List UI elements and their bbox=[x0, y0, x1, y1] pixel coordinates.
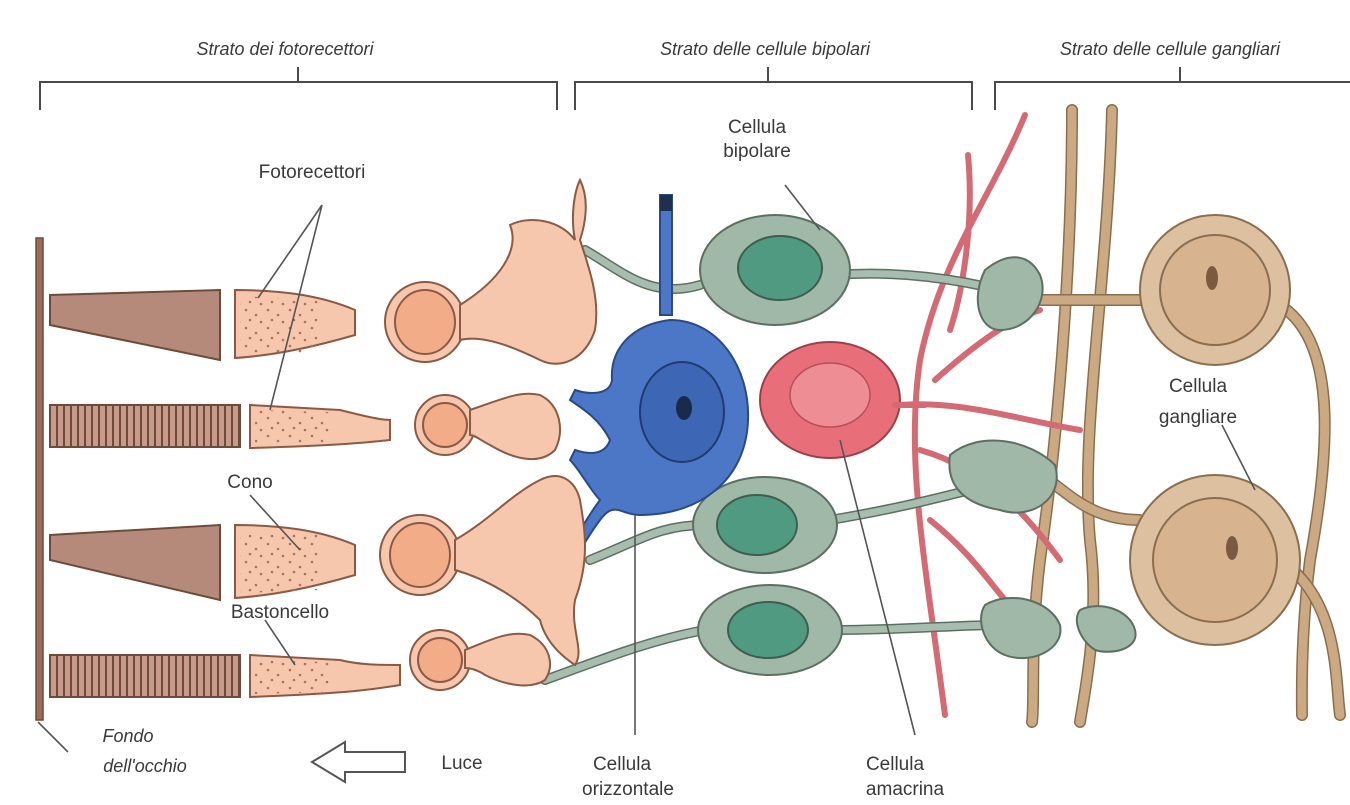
layer-header-ganglion: Strato delle cellule gangliari bbox=[995, 39, 1350, 110]
label-amacrine-1: Cellula bbox=[866, 754, 925, 775]
amacrine-cell bbox=[760, 342, 925, 458]
light-arrow bbox=[312, 742, 405, 782]
label-amacrine-2: amacrina bbox=[866, 779, 945, 800]
label-light: Luce bbox=[441, 753, 482, 774]
photoreceptor-rod-1 bbox=[50, 394, 560, 459]
ganglion-cell-top bbox=[1140, 215, 1290, 365]
label-photoreceptors: Fotorecettori bbox=[259, 162, 366, 183]
bracket-bipolar bbox=[575, 67, 972, 110]
layer-title-bipolar: Strato delle cellule bipolari bbox=[660, 39, 871, 59]
label-horizontal-1: Cellula bbox=[593, 754, 652, 775]
photoreceptor-rod-2 bbox=[50, 630, 550, 697]
bracket-ganglion bbox=[995, 67, 1350, 110]
label-horizontal-2: orizzontale bbox=[582, 779, 674, 800]
layer-header-photoreceptor: Strato dei fotorecettori bbox=[40, 39, 557, 110]
label-bipolar-2: bipolare bbox=[723, 141, 791, 162]
label-cone: Cono bbox=[227, 472, 272, 493]
bipolar-cell-bottom bbox=[545, 585, 1136, 680]
bracket-photoreceptor bbox=[40, 67, 557, 110]
label-fundus-2: dell'occhio bbox=[103, 756, 187, 776]
layer-title-photoreceptor: Strato dei fotorecettori bbox=[196, 39, 374, 59]
photoreceptor-cone-1 bbox=[50, 180, 596, 364]
layer-header-bipolar: Strato delle cellule bipolari bbox=[575, 39, 972, 110]
layer-title-ganglion: Strato delle cellule gangliari bbox=[1060, 39, 1281, 59]
label-fundus-1: Fondo bbox=[102, 726, 153, 746]
label-ganglion-1: Cellula bbox=[1169, 376, 1228, 397]
label-bipolar-1: Cellula bbox=[728, 117, 787, 138]
fundus-wall bbox=[36, 238, 43, 720]
label-rod: Bastoncello bbox=[231, 602, 329, 623]
ganglion-cell-bottom bbox=[1130, 475, 1300, 645]
label-ganglion-2: gangliare bbox=[1159, 407, 1237, 428]
bipolar-cell-top bbox=[585, 215, 1043, 330]
